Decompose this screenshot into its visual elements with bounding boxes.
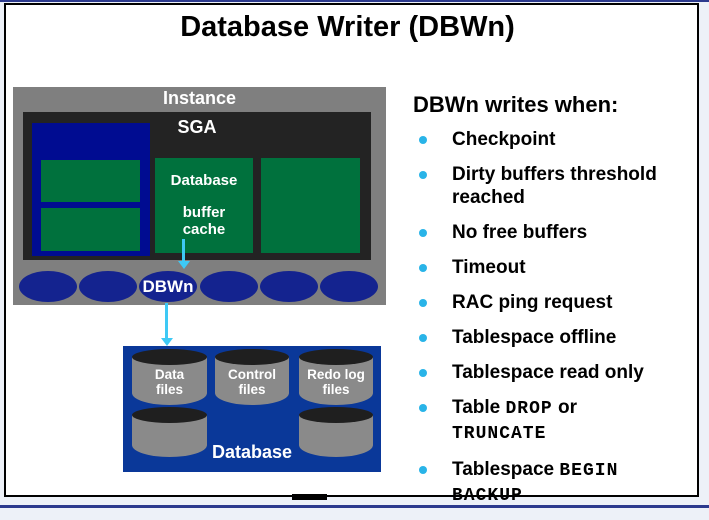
data-files-lower-cylinder bbox=[132, 407, 207, 457]
redo-log-files-label: Redo log files bbox=[299, 367, 373, 397]
memory-component-rect bbox=[41, 160, 140, 202]
dbwn-process-ellipse bbox=[139, 271, 197, 302]
bullet-dot-icon bbox=[419, 264, 427, 272]
bullet-dot-icon bbox=[419, 171, 427, 179]
dbwn-label: DBWn bbox=[142, 277, 194, 296]
cylinder-label-line: Control bbox=[228, 367, 276, 382]
bullet-dot-icon bbox=[419, 136, 427, 144]
instance-label: Instance bbox=[162, 88, 237, 108]
data-files-cylinder: Data files bbox=[132, 349, 207, 405]
background-process-ellipse bbox=[320, 271, 378, 302]
slide-title: Database Writer (DBWn) bbox=[180, 11, 515, 43]
bullet-text: Tablespace offline bbox=[452, 327, 617, 348]
cylinder-top bbox=[299, 349, 373, 365]
outer-frame-top-line bbox=[0, 0, 709, 2]
cylinder-top bbox=[132, 407, 207, 423]
memory-component-rect bbox=[41, 208, 140, 251]
bullet-dot-icon bbox=[419, 229, 427, 237]
cylinder-label-line: Redo log bbox=[307, 367, 365, 382]
cylinder-label-line: Data bbox=[154, 367, 185, 382]
cylinder-label-line: files bbox=[322, 382, 350, 397]
database-label: Database bbox=[211, 442, 293, 462]
bullet-item: RAC ping request bbox=[413, 291, 697, 314]
sga-label: SGA bbox=[177, 117, 217, 137]
panel-heading: DBWn writes when: bbox=[413, 92, 619, 117]
background-process-ellipse bbox=[79, 271, 137, 302]
bullet-dot-icon bbox=[419, 466, 427, 474]
bullet-item: Checkpoint bbox=[413, 128, 697, 151]
buffer-cache-label-line1: Database bbox=[170, 172, 238, 189]
bullet-dot-icon bbox=[419, 404, 427, 412]
cylinder-top bbox=[132, 349, 207, 365]
bullet-item: Tablespace read only bbox=[413, 361, 697, 384]
bullet-item: Tablespace offline bbox=[413, 326, 697, 349]
data-files-label: Data files bbox=[132, 367, 207, 397]
slide-root: Database Writer (DBWn) Instance SGA Data… bbox=[0, 0, 709, 508]
background-process-ellipse bbox=[260, 271, 318, 302]
arrow-dbwn-to-datafiles-head-icon bbox=[161, 338, 173, 346]
bullet-item: No free buffers bbox=[413, 221, 697, 244]
bullet-text: Timeout bbox=[452, 257, 526, 278]
footer-artifact bbox=[292, 494, 327, 500]
bullet-text: Checkpoint bbox=[452, 129, 556, 150]
cylinder-body bbox=[215, 357, 289, 405]
cylinder-body bbox=[132, 357, 207, 405]
arrow-cache-to-dbwn-head-icon bbox=[178, 261, 190, 269]
cylinder-top bbox=[299, 407, 373, 423]
memory-component-rect bbox=[261, 158, 360, 253]
buffer-cache-label-line3: cache bbox=[182, 221, 226, 238]
control-files-label: Control files bbox=[215, 367, 289, 397]
buffer-cache-label-line2: buffer bbox=[182, 204, 226, 221]
bullet-text: No free buffers bbox=[452, 222, 588, 243]
bullet-dot-icon bbox=[419, 369, 427, 377]
bullet-dot-icon bbox=[419, 299, 427, 307]
bullet-dot-icon bbox=[419, 334, 427, 342]
bullet-text: Tablespace read only bbox=[452, 362, 644, 383]
redo-log-files-cylinder: Redo log files bbox=[299, 349, 373, 405]
cylinder-top bbox=[215, 349, 289, 365]
control-files-cylinder: Control files bbox=[215, 349, 289, 405]
arrow-cache-to-dbwn-icon bbox=[182, 239, 185, 262]
outer-frame-bottom-line bbox=[0, 505, 709, 508]
redo-log-lower-cylinder bbox=[299, 407, 373, 457]
background-process-ellipse bbox=[200, 271, 258, 302]
cylinder-body bbox=[299, 357, 373, 405]
bullet-text: RAC ping request bbox=[452, 292, 613, 313]
background-process-ellipse bbox=[19, 271, 77, 302]
cylinder-label-line: files bbox=[155, 382, 183, 397]
database-buffer-cache-rect bbox=[155, 158, 253, 253]
cylinder-label-line: files bbox=[238, 382, 266, 397]
arrow-dbwn-to-datafiles-icon bbox=[165, 303, 168, 339]
bullet-item: Timeout bbox=[413, 256, 697, 279]
